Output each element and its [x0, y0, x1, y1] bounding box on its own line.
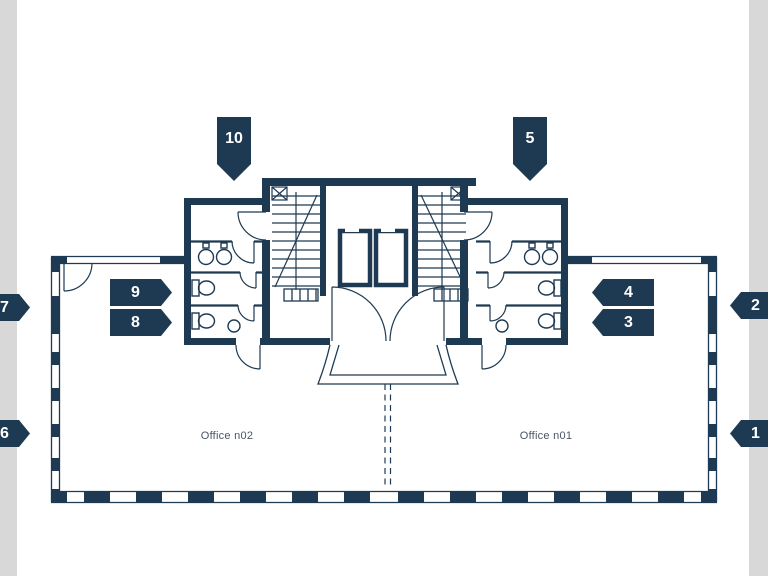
office-n02-label: Office n02 — [200, 430, 254, 442]
marker-3: 3 — [592, 309, 654, 336]
wc-fixtures-right — [495, 242, 562, 333]
perimeter-door-swing — [63, 262, 93, 292]
wc-fixtures-left — [191, 242, 241, 333]
grille-icon — [283, 288, 469, 302]
entrance-steps — [317, 344, 459, 385]
left-wing-partitions — [191, 240, 262, 307]
marker-9: 9 — [110, 279, 172, 306]
entrance-doors — [331, 286, 445, 342]
right-wing-door-swings — [481, 240, 513, 370]
marker-8: 8 — [110, 309, 172, 336]
right-stair — [418, 192, 466, 290]
right-wing-partitions — [476, 240, 561, 307]
core-wing-door-swings — [237, 211, 493, 241]
shaft-marker-icon — [271, 186, 467, 201]
left-wing-door-swings — [231, 240, 261, 370]
core-walls — [262, 178, 476, 345]
marker-4: 4 — [592, 279, 654, 306]
left-stair — [272, 192, 320, 290]
perimeter-wall-blocks — [51, 256, 717, 503]
elevator — [337, 226, 409, 288]
tenant-divider-dashed — [384, 384, 392, 489]
office-n01-label: Office n01 — [519, 430, 573, 442]
